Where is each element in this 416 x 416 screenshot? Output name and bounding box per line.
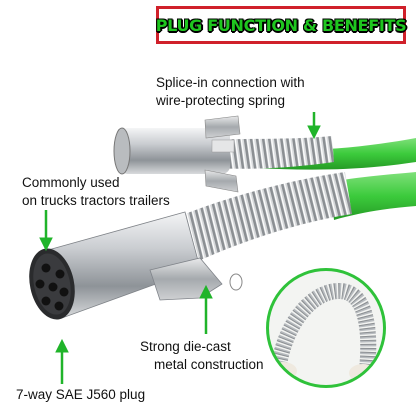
callout-splice: Splice-in connection with wire-protectin… (156, 74, 305, 110)
callout-trucks-line-1: Commonly used (22, 175, 120, 190)
callout-splice-line-1: Splice-in connection with (156, 75, 305, 90)
callout-trucks: Commonly used on trucks tractors trailer… (22, 174, 170, 210)
front-spring (180, 172, 352, 262)
callout-plug-line: 7-way SAE J560 plug (16, 387, 146, 402)
front-plug (29, 211, 243, 320)
front-cable (330, 172, 416, 220)
callout-diecast-line-1: Strong die-cast (140, 339, 231, 354)
callout-trucks-line-2: on trucks tractors trailers (22, 193, 170, 208)
callout-diecast: Strong die-cast metal construction (140, 338, 264, 374)
callout-splice-line-2: wire-protecting spring (156, 93, 286, 108)
title-banner: PLUG FUNCTION & BENEFITS (155, 6, 407, 44)
back-spring (210, 136, 334, 169)
callout-diecast-line-2: metal construction (154, 357, 264, 372)
page-title: PLUG FUNCTION & BENEFITS (155, 15, 407, 35)
callout-plug: 7-way SAE J560 plug (16, 386, 145, 404)
callout-arrows (39, 112, 321, 384)
flexible-spring-illustration (269, 282, 377, 385)
back-plug (113, 115, 241, 193)
spring-detail-inset (266, 268, 386, 388)
